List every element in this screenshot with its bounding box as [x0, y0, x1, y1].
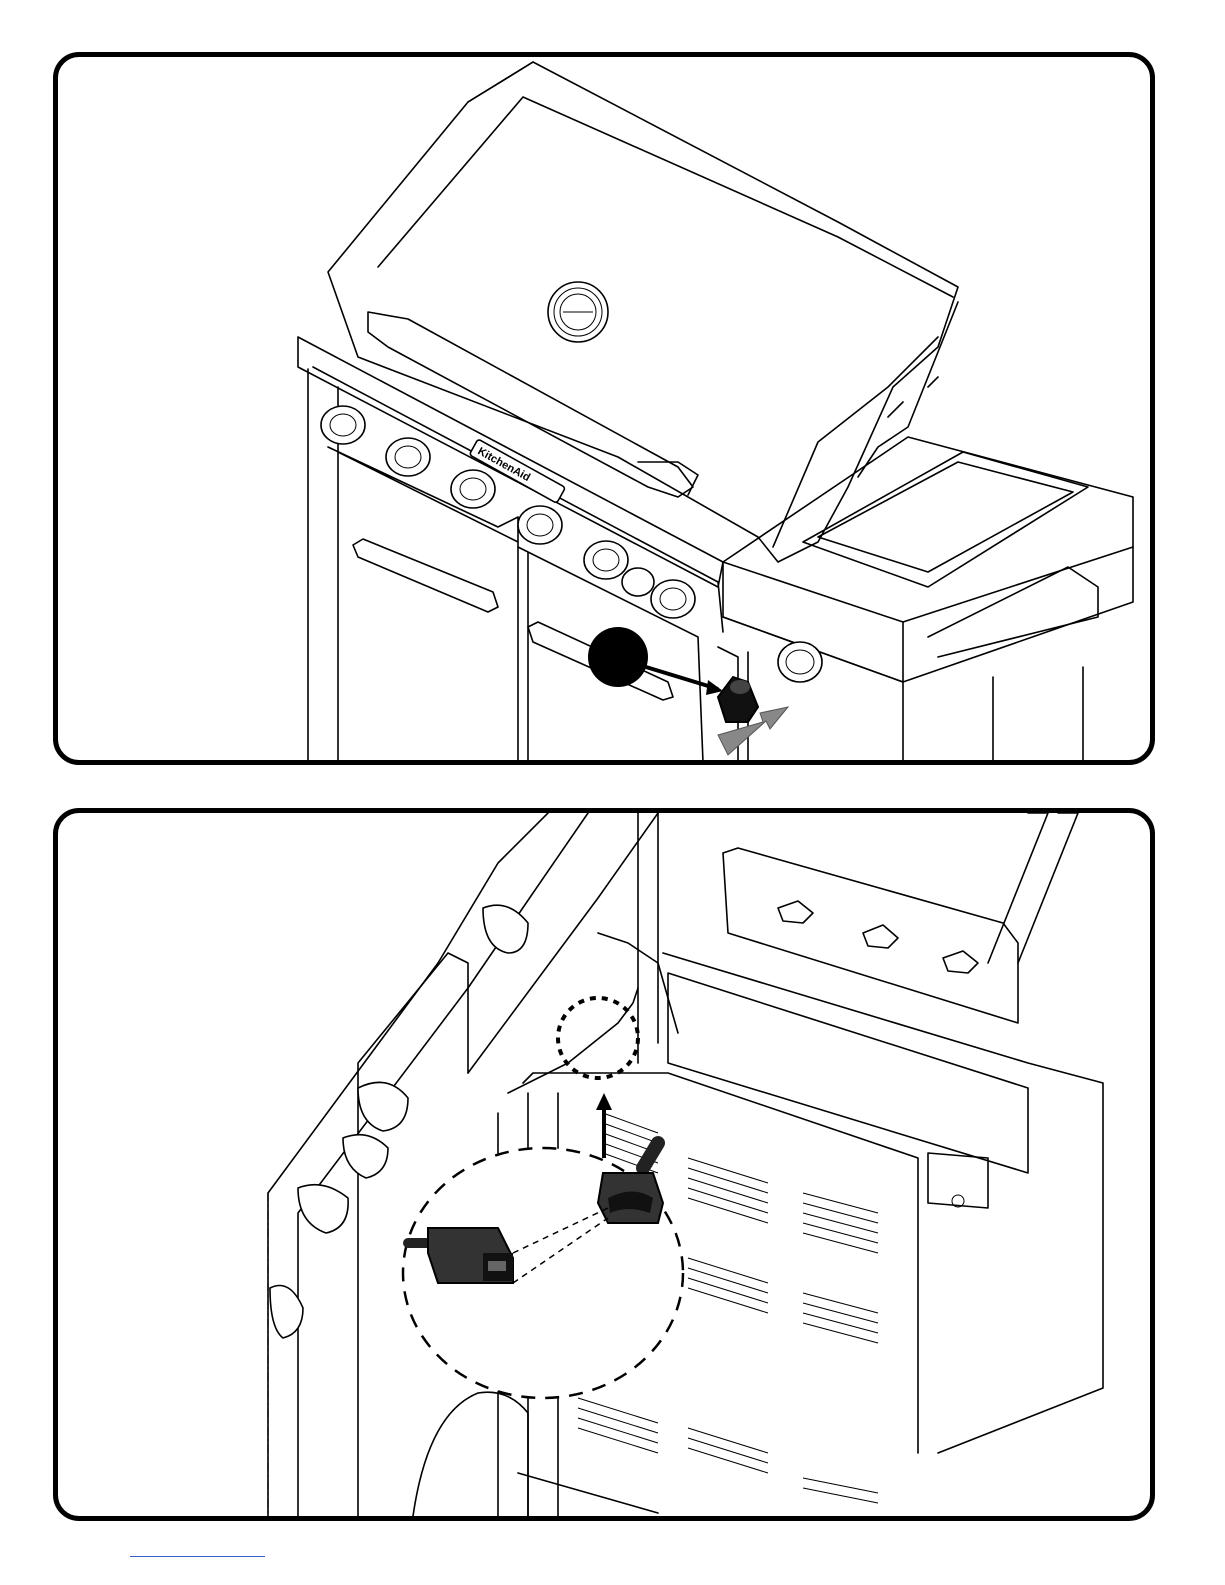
knob-c [343, 1135, 388, 1178]
knob-1[interactable] [321, 406, 365, 444]
knob-5[interactable] [584, 541, 628, 579]
knob-a [483, 905, 528, 953]
knob-2[interactable] [386, 438, 430, 476]
control-knobs[interactable] [321, 406, 695, 618]
side-burner-knob[interactable] [778, 642, 822, 682]
knob-6[interactable] [622, 568, 654, 596]
knob-3[interactable] [451, 470, 495, 508]
knob-4[interactable] [518, 506, 562, 544]
side-shelf [663, 813, 1103, 1453]
grill-interior-illustration [58, 813, 1150, 1516]
control-panel [298, 337, 748, 760]
grill-illustration: KitchenAid [58, 57, 1150, 760]
knob-d [298, 1185, 348, 1233]
knob-7[interactable] [651, 580, 695, 618]
step-panel-ignitor-connector [53, 808, 1155, 1521]
step-panel-knob-install: KitchenAid [53, 52, 1155, 765]
arrow-icon [646, 667, 723, 695]
rotisserie-burner [413, 1392, 658, 1516]
footer-rule [130, 1556, 265, 1557]
thermometer-icon [548, 282, 608, 342]
ignitor-knob[interactable] [718, 677, 758, 722]
grill-lid [328, 62, 958, 562]
callout-marker [588, 627, 648, 687]
